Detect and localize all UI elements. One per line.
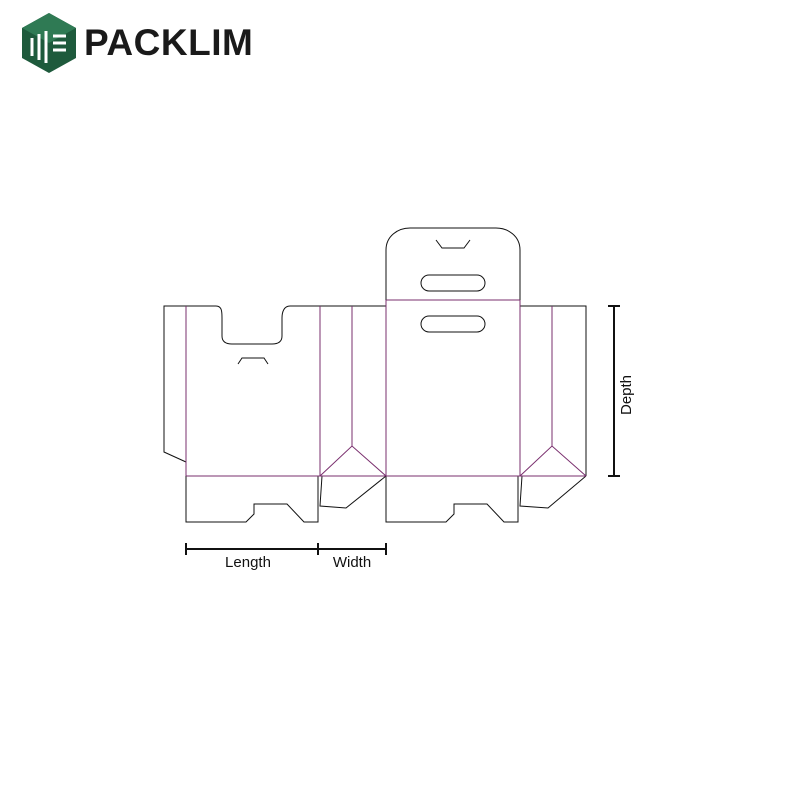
brand-name: PACKLIM — [84, 22, 254, 63]
handle-notch-cut — [435, 239, 471, 249]
depth-label: Depth — [618, 375, 635, 415]
fold-gusset-left — [319, 445, 387, 477]
right-glue-flap-cut — [519, 475, 587, 509]
length-label: Length — [225, 554, 271, 571]
right-side-panel-cut — [520, 305, 587, 476]
hexagon-logo-icon — [22, 13, 76, 73]
fold-gusset-right — [519, 445, 587, 477]
left-bottom-flap-cut — [185, 476, 319, 523]
width-label: Width — [333, 554, 371, 571]
middle-bottom-flap-cut — [385, 476, 519, 523]
outer-bottom-line — [185, 462, 519, 522]
handle-panel-cut — [385, 227, 521, 306]
fold-lines — [185, 299, 587, 477]
thumb-tab-cut — [237, 357, 269, 365]
dimension-depth: Depth — [608, 305, 635, 477]
left-panel-cut — [163, 305, 320, 463]
left-glue-flap-cut — [319, 475, 387, 509]
dimension-length: Length — [185, 543, 319, 571]
brand-logo: PACKLIM — [20, 12, 280, 74]
cut-lines — [163, 227, 587, 523]
handle-hole-top — [420, 274, 486, 292]
handle-hole-bottom — [420, 315, 486, 333]
dimension-width: Width — [318, 543, 387, 571]
